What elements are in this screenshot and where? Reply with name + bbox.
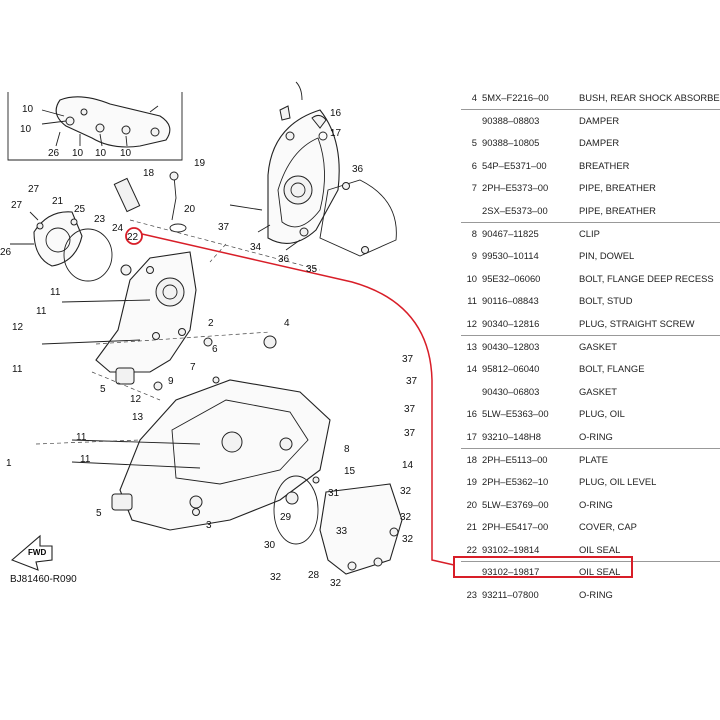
callout-29: 29 (280, 512, 292, 523)
callout-12: 12 (130, 394, 142, 405)
callout-6: 6 (212, 344, 218, 355)
callout-32: 32 (270, 572, 282, 583)
fwd-label: FWD (28, 548, 46, 557)
side-cover-parts (10, 171, 187, 282)
callout-3: 3 (206, 520, 212, 531)
callout-37: 37 (404, 428, 416, 439)
callout-labels: 10 10 26 10 10 10 16 17 36 27 27 21 18 1… (0, 104, 418, 589)
diagram-code: BJ81460-R090 (10, 574, 77, 585)
callout-1: 1 (6, 458, 12, 469)
callout-15: 15 (344, 466, 356, 477)
callout-19: 19 (194, 158, 206, 169)
callout-17: 27 (11, 200, 23, 211)
callout-22-marker (125, 227, 143, 245)
callout-36: 36 (352, 164, 364, 175)
callout-17: 17 (330, 128, 342, 139)
callout-13: 13 (132, 412, 144, 423)
callout-34: 34 (250, 242, 262, 253)
callout-30: 30 (264, 540, 276, 551)
callout-32: 32 (400, 512, 412, 523)
gear-case-cover (273, 475, 403, 575)
callout-26: 26 (0, 247, 12, 258)
callout-22: 22 (127, 232, 139, 243)
callout-9: 9 (168, 376, 174, 387)
callout-11: 11 (50, 287, 61, 298)
callout-10: 10 (95, 148, 107, 159)
highlight-leader-line (141, 233, 455, 566)
callout-12: 12 (12, 322, 24, 333)
callout-37: 37 (402, 354, 414, 365)
callout-25: 25 (74, 204, 86, 215)
callout-24: 24 (112, 223, 124, 234)
callout-20: 20 (184, 204, 196, 215)
callout-11: 11 (12, 364, 23, 375)
reference-lines (35, 219, 321, 445)
callout-21: 21 (52, 196, 64, 207)
callout-33: 33 (336, 526, 348, 537)
callout-27: 27 (28, 184, 40, 195)
callout-32: 32 (330, 578, 342, 589)
callout-18: 18 (143, 168, 155, 179)
crankcase-left (41, 251, 213, 391)
callout-11: 11 (80, 454, 91, 465)
highlight-box (453, 556, 633, 578)
callout-14: 14 (402, 460, 414, 471)
callout-11: 11 (76, 432, 87, 443)
callout-10: 10 (120, 148, 132, 159)
callout-35: 35 (306, 264, 318, 275)
callout-23: 23 (94, 214, 106, 225)
callout-26: 26 (48, 148, 60, 159)
callout-28: 28 (308, 570, 320, 581)
callout-8: 8 (344, 444, 350, 455)
callout-5: 5 (96, 508, 102, 519)
callout-10: 10 (72, 148, 84, 159)
callout-36: 36 (278, 254, 290, 265)
callout-4: 4 (284, 318, 290, 329)
callout-10: 10 (20, 124, 32, 135)
callout-11: 11 (36, 306, 47, 317)
callout-37: 37 (406, 376, 418, 387)
callout-32: 32 (402, 534, 414, 545)
callout-5: 5 (100, 384, 106, 395)
fwd-arrow-icon: FWD (10, 534, 53, 571)
callout-37: 37 (404, 404, 416, 415)
crankcase-cover-right (229, 81, 397, 257)
inset-detail (7, 92, 183, 161)
callout-32: 32 (400, 486, 412, 497)
callout-7: 7 (190, 362, 196, 373)
callout-16: 16 (330, 108, 342, 119)
callout-10: 10 (22, 104, 34, 115)
callout-2: 2 (208, 318, 214, 329)
callout-37: 37 (218, 222, 230, 233)
callout-31: 31 (328, 488, 340, 499)
